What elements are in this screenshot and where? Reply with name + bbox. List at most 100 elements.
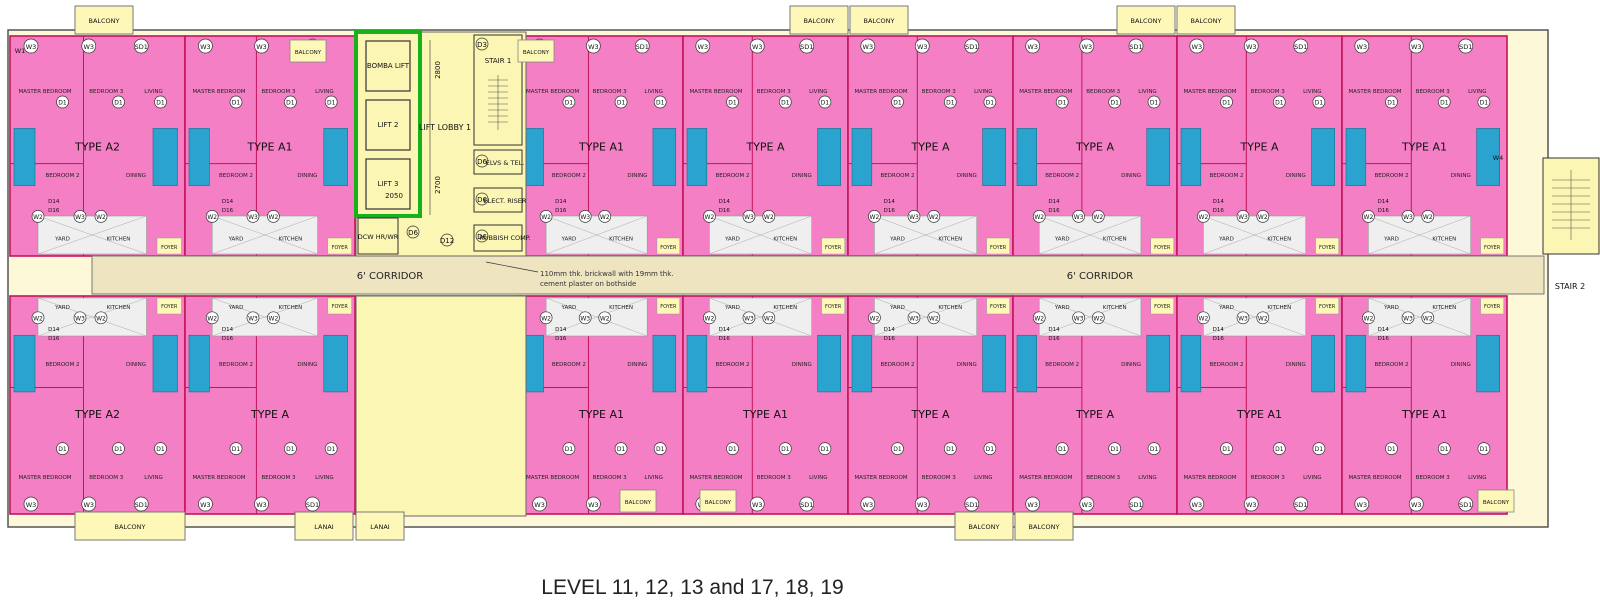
room-label-foyer: FOYER xyxy=(825,245,842,251)
room-label-bed3: BEDROOM 3 xyxy=(757,475,791,481)
room-label-foyer: FOYER xyxy=(1319,304,1336,310)
opening-tag-ring xyxy=(1079,38,1095,54)
window-tag-ring xyxy=(703,210,716,223)
room-label-master: MASTER BEDROOM xyxy=(1348,475,1401,481)
door-tag: D1 xyxy=(1387,100,1396,107)
opening-tag: W3 xyxy=(1411,43,1422,51)
room-label-bed2: BEDROOM 2 xyxy=(716,362,750,368)
door-tag-ring xyxy=(614,442,628,455)
door-tag-small: D16 xyxy=(1378,208,1390,214)
door-tag: D1 xyxy=(1315,446,1324,453)
air-well-hatch xyxy=(1368,215,1471,255)
door-tag-ring xyxy=(284,95,297,109)
opening-tag: SD1 xyxy=(636,43,649,51)
window-tag-ring xyxy=(246,311,260,325)
air-well-hatch xyxy=(1203,215,1306,255)
window-tag-ring xyxy=(907,210,921,223)
room-label-living: LIVING xyxy=(1138,475,1156,481)
door-tag-small: D16 xyxy=(555,208,567,214)
window-tag: W3 xyxy=(248,214,258,221)
room-label-living: LIVING xyxy=(644,475,662,481)
svg-text:D6: D6 xyxy=(477,196,487,204)
door-tag: D1 xyxy=(1275,446,1284,453)
room-label-yard: YARD xyxy=(889,237,905,243)
room-label-bed2: BEDROOM 2 xyxy=(1045,173,1079,179)
room-label-dining: DINING xyxy=(957,173,977,179)
opening-tag: W3 xyxy=(588,43,599,51)
door-tag-ring xyxy=(562,95,576,109)
air-well-hatch xyxy=(1203,297,1306,337)
balcony-bottom-label: LANAI xyxy=(370,523,390,531)
window-tag: W2 xyxy=(1423,315,1433,322)
door-tag: D1 xyxy=(286,446,295,453)
opening-tag: W3 xyxy=(26,43,37,51)
door-tag-ring xyxy=(614,95,628,109)
foyer-area xyxy=(327,297,352,315)
window-tag-ring xyxy=(742,210,756,223)
bathroom xyxy=(817,334,841,393)
window-tag: W2 xyxy=(705,214,715,221)
window-tag-ring xyxy=(73,311,87,325)
unit-type-label: TYPE A xyxy=(1239,140,1279,153)
opening-tag-ring xyxy=(585,496,601,512)
opening-tag: W3 xyxy=(588,501,599,509)
door-tag-ring xyxy=(1108,442,1122,455)
door-tag: D1 xyxy=(656,446,665,453)
room-label-master: MASTER BEDROOM xyxy=(526,89,579,95)
room-label-bed3: BEDROOM 3 xyxy=(922,89,956,95)
room-label-bed2: BEDROOM 2 xyxy=(1045,362,1079,368)
bottom-units: TYPE A2 MASTER BEDROOM BEDROOM 3 LIVING BEDR… xyxy=(9,295,1508,515)
foyer-area xyxy=(986,297,1010,315)
opening-tag: W3 xyxy=(1027,43,1038,51)
bathroom xyxy=(1146,128,1171,186)
opening-tag-ring xyxy=(198,38,213,54)
door-tag: D1 xyxy=(156,100,165,107)
window-tag: W2 xyxy=(1364,315,1374,322)
opening-tag-ring xyxy=(133,38,149,54)
corridor-note-line2: cement plaster on bothside xyxy=(540,280,636,288)
room-label-living: LIVING xyxy=(1303,475,1321,481)
window-tag-ring xyxy=(94,311,108,325)
bathroom xyxy=(982,334,1006,393)
room-label-foyer: FOYER xyxy=(1319,245,1336,251)
door-tag-small: D16 xyxy=(48,208,60,214)
window-tag: W2 xyxy=(269,315,279,322)
room-label-foyer: FOYER xyxy=(1154,245,1171,251)
room-label-dining: DINING xyxy=(1286,173,1306,179)
door-tag-ring xyxy=(891,95,904,109)
bathroom xyxy=(1476,334,1500,393)
door-tag-small: D14 xyxy=(1378,327,1390,333)
elvs-label: ELVS & TEL. xyxy=(486,159,525,167)
room-label-bed2: BEDROOM 2 xyxy=(219,362,253,368)
door-tag: D1 xyxy=(1275,100,1284,107)
door-tags: D3 D6 D6 D6 D6 D12 xyxy=(406,37,489,247)
opening-tag: SD1 xyxy=(800,43,813,51)
door-tag-ring xyxy=(324,442,338,455)
door-tag-ring xyxy=(818,95,832,109)
corridor-label-right: 6' CORRIDOR xyxy=(1067,271,1134,282)
bathroom xyxy=(1180,334,1202,393)
side-balcony-label: BALCONY xyxy=(295,50,322,56)
opening-tag: W3 xyxy=(917,43,928,51)
window-tag: W2 xyxy=(1199,214,1209,221)
window-tag: W3 xyxy=(1403,214,1413,221)
door-tag: D1 xyxy=(286,100,295,107)
room-label-dining: DINING xyxy=(627,362,647,368)
door-tag-small: D14 xyxy=(555,327,567,333)
dcw-label: DCW HR/WR xyxy=(358,233,399,241)
svg-text:D6: D6 xyxy=(477,158,487,166)
bomba-lift-label: BOMBA LIFT xyxy=(367,62,410,70)
opening-tag-ring xyxy=(634,38,650,54)
opening-tag-ring xyxy=(254,38,269,54)
window-tag-ring xyxy=(1362,210,1375,223)
window-tag: W3 xyxy=(909,315,919,322)
balcony-top xyxy=(849,5,909,35)
door-tag: D1 xyxy=(1480,100,1489,107)
stair-1-treads xyxy=(488,75,508,130)
foyer-area xyxy=(986,237,1010,255)
unit-type-label: TYPE A2 xyxy=(74,408,120,421)
